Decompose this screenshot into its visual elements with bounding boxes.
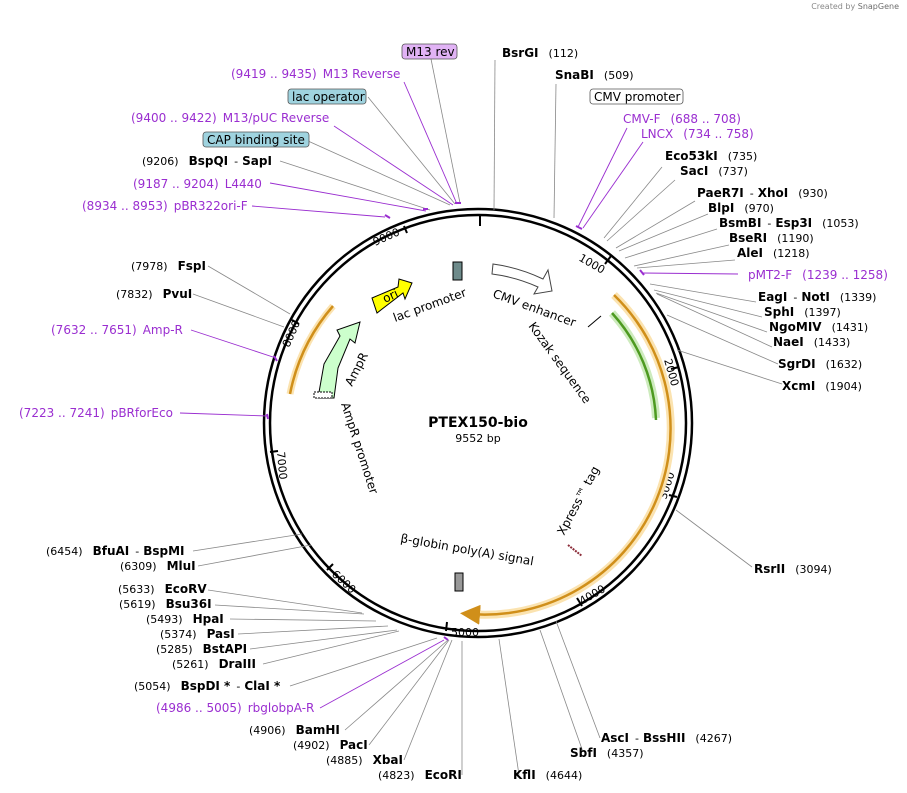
site-bsmbi: BsmBI-Esp3I(1053) <box>719 216 859 230</box>
site-eco53ki: Eco53kI(735) <box>665 149 757 163</box>
site-xcmi: XcmI(1904) <box>782 379 862 393</box>
lac-promoter-feature <box>452 261 463 281</box>
primer-pbrforeco: (7223 .. 7241)pBRforEco <box>19 406 173 420</box>
site-paci: (4902)PacI <box>293 738 368 752</box>
ampr-label: AmpR <box>342 350 371 388</box>
primer-marks <box>266 202 645 641</box>
credit-prefix: Created by <box>811 2 856 11</box>
site-xbai: (4885)XbaI <box>326 753 403 767</box>
site-bsu36i: (5619)Bsu36I <box>119 597 212 611</box>
ampr-promoter-label: AmpR promoter <box>338 401 381 496</box>
orf-inner-glow <box>609 310 660 419</box>
ampr-promoter-feature <box>313 391 333 399</box>
site-eagi: EagI-NotI(1339) <box>758 290 876 304</box>
site-kfli: KflI(4644) <box>513 768 582 782</box>
lac-operator-label: lac operator <box>292 90 365 104</box>
site-bfuai: (6454)BfuAI-BspMI <box>46 544 185 558</box>
primer-connectors <box>179 81 739 709</box>
lac-operator-box <box>287 88 367 105</box>
xpress-label: Xpress™ tag <box>554 464 602 538</box>
tick-label-9000: 9000 <box>371 225 402 248</box>
site-sbfi: SbfI(4357) <box>570 746 644 760</box>
site-mlui: (6309)MluI <box>120 559 196 573</box>
plasmid-size: 9552 bp <box>455 432 500 445</box>
cmv-promoter-label: CMV promoter <box>594 90 681 104</box>
site-pasi: (5374)PasI <box>160 627 235 641</box>
globin-feature <box>454 572 464 592</box>
site-saci: SacI(737) <box>680 164 748 178</box>
tick-label-7000: 7000 <box>274 451 289 480</box>
site-rsrii: RsrII(3094) <box>754 562 832 576</box>
site-bspqi: (9206)BspQI-SapI <box>142 154 272 168</box>
site-ecori: (4823)EcoRI <box>378 768 462 782</box>
backbone-inner <box>268 213 688 633</box>
site-blpi: BlpI(970) <box>708 201 774 215</box>
cap-binding-site-label: CAP binding site <box>207 133 305 147</box>
ori-label: ori <box>380 286 400 305</box>
orf-glow <box>467 292 675 619</box>
site-alei: AleI(1218) <box>737 246 810 260</box>
kozak-label: Kozak sequence <box>526 320 594 407</box>
tick-marks <box>269 225 680 632</box>
ampr-feature <box>317 321 361 399</box>
snapgene-credit: Created by SnapGene <box>811 2 899 11</box>
credit-brand: SnapGene <box>857 2 899 11</box>
site-bspdi: (5054)BspDI *-ClaI * <box>134 679 281 693</box>
ori-feature <box>371 278 413 314</box>
m13-rev-label: M13 rev <box>406 45 455 59</box>
orf-inner-arrow <box>611 312 658 421</box>
primer-m13-reverse: (9419 .. 9435)M13 Reverse <box>231 67 400 81</box>
site-sphi: SphI(1397) <box>764 305 841 319</box>
backbone-outer <box>262 207 694 639</box>
primer-amp-r: (7632 .. 7651)Amp-R <box>51 323 183 337</box>
primer-l4440: (9187 .. 9204)L4440 <box>133 177 262 191</box>
primer-pmt2-f: pMT2-F(1239 .. 1258) <box>748 268 888 282</box>
cap-binding-site-box <box>202 131 310 148</box>
site-ecorv: (5633)EcoRV <box>118 582 207 596</box>
tick-label-5000: 5000 <box>451 626 479 639</box>
site-hpai: (5493)HpaI <box>146 612 224 626</box>
site-bstapi: (5285)BstAPI <box>156 642 247 656</box>
m13-rev-box <box>401 43 458 60</box>
orf-arrow <box>460 294 672 625</box>
site-bamhi: (4906)BamHI <box>249 723 340 737</box>
globin-label: β-globin poly(A) signal <box>399 531 534 568</box>
plasmid-name: PTEX150-bio <box>428 415 528 431</box>
ampr-orf-arrow <box>288 305 334 395</box>
primer-lncx: LNCX(734 .. 758) <box>641 127 754 141</box>
kozak-feature <box>587 315 602 328</box>
tick-label-8000: 8000 <box>280 318 303 349</box>
cmv-promoter-box <box>589 88 684 105</box>
site-sgrdi: SgrDI(1632) <box>778 357 862 371</box>
site-connectors <box>192 53 783 776</box>
site-paer7i: PaeR7I-XhoI(930) <box>697 186 828 200</box>
site-bseri: BseRI(1190) <box>729 231 814 245</box>
site-snabi: SnaBI(509) <box>555 68 634 82</box>
site-fspi: (7978)FspI <box>131 259 206 273</box>
site-draiii: (5261)DraIII <box>172 657 256 671</box>
primer-m13-puc-reverse: (9400 .. 9422)M13/pUC Reverse <box>131 111 329 125</box>
primer-rbglobpa-r: (4986 .. 5005)rbglobpA-R <box>156 701 314 715</box>
site-pvui: (7832)PvuI <box>116 287 192 301</box>
primer-cmv-f: CMV-F(688 .. 708) <box>623 112 741 126</box>
primer-pbr322ori-f: (8934 .. 8953)pBR322ori-F <box>82 199 248 213</box>
cmv-promoter-feature <box>491 263 553 295</box>
site-bsrgi: BsrGI(112) <box>502 46 578 60</box>
xpress-feature <box>567 544 583 557</box>
site-naei: NaeI(1433) <box>773 335 850 349</box>
site-ngomiv: NgoMIV(1431) <box>769 320 868 334</box>
site-asci: AscI-BssHII(4267) <box>601 731 732 745</box>
